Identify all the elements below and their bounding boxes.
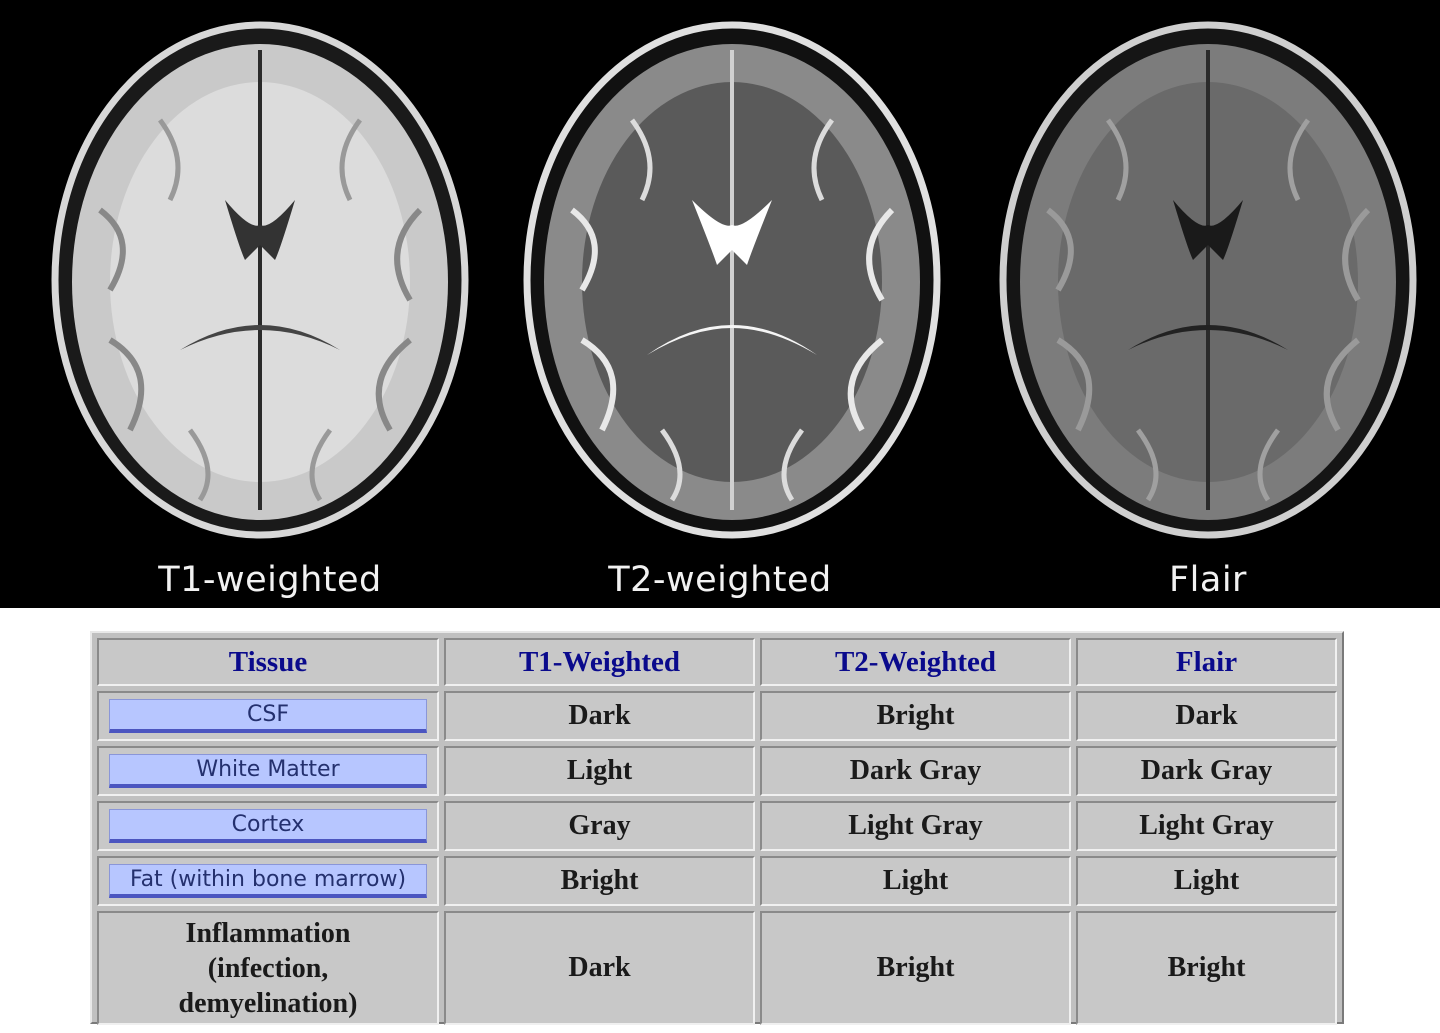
t1-weighted-brain-scan [40,10,480,570]
t2-value-cell: Bright [760,691,1071,741]
flair-value-cell: Dark [1076,691,1337,741]
t2-value-cell: Light [760,856,1071,906]
column-header-flair: Flair [1076,638,1337,686]
table-row: CSF Dark Bright Dark [97,691,1337,741]
tissue-button-cortex[interactable]: Cortex [109,809,427,843]
t1-value-cell: Bright [444,856,755,906]
table-row: Cortex Gray Light Gray Light Gray [97,801,1337,851]
t2-value-cell: Light Gray [760,801,1071,851]
t1-value-cell: Dark [444,691,755,741]
scan-label-t2: T2-weighted [608,560,832,600]
flair-value-cell: Light [1076,856,1337,906]
brain-mri-image [51,21,469,539]
flair-brain-scan [988,10,1428,570]
tissue-cell: Fat (within bone marrow) [97,856,439,906]
table-row: White Matter Light Dark Gray Dark Gray [97,746,1337,796]
tissue-button-white-matter[interactable]: White Matter [109,754,427,788]
mri-image-panel: T1-weighted T2-weighted Flair [0,0,1440,608]
scan-label-flair: Flair [1169,560,1247,600]
flair-value-cell: Bright [1076,911,1337,1025]
brain-mri-image [999,21,1417,539]
tissue-cell: CSF [97,691,439,741]
tissue-button-csf[interactable]: CSF [109,699,427,733]
table-header-row: Tissue T1-Weighted T2-Weighted Flair [97,638,1337,686]
tissue-label-line: Inflammation [185,917,351,949]
scan-label-t1: T1-weighted [158,560,382,600]
table-row: Inflammation (infection, demyelination) … [97,911,1337,1025]
t2-value-cell: Dark Gray [760,746,1071,796]
flair-value-cell: Dark Gray [1076,746,1337,796]
t1-value-cell: Dark [444,911,755,1025]
tissue-label-line: demyelination) [178,987,358,1019]
tissue-cell-inflammation: Inflammation (infection, demyelination) [97,911,439,1025]
tissue-cell: Cortex [97,801,439,851]
t2-weighted-brain-scan [512,10,952,570]
tissue-button-fat[interactable]: Fat (within bone marrow) [109,864,427,898]
t1-value-cell: Light [444,746,755,796]
table-row: Fat (within bone marrow) Bright Light Li… [97,856,1337,906]
column-header-t1: T1-Weighted [444,638,755,686]
column-header-t2: T2-Weighted [760,638,1071,686]
flair-value-cell: Light Gray [1076,801,1337,851]
column-header-tissue: Tissue [97,638,439,686]
tissue-cell: White Matter [97,746,439,796]
t2-value-cell: Bright [760,911,1071,1025]
brain-mri-image [523,21,941,539]
tissue-contrast-table: Tissue T1-Weighted T2-Weighted Flair CSF… [90,631,1344,1025]
t1-value-cell: Gray [444,801,755,851]
tissue-label-line: (infection, [207,952,329,984]
